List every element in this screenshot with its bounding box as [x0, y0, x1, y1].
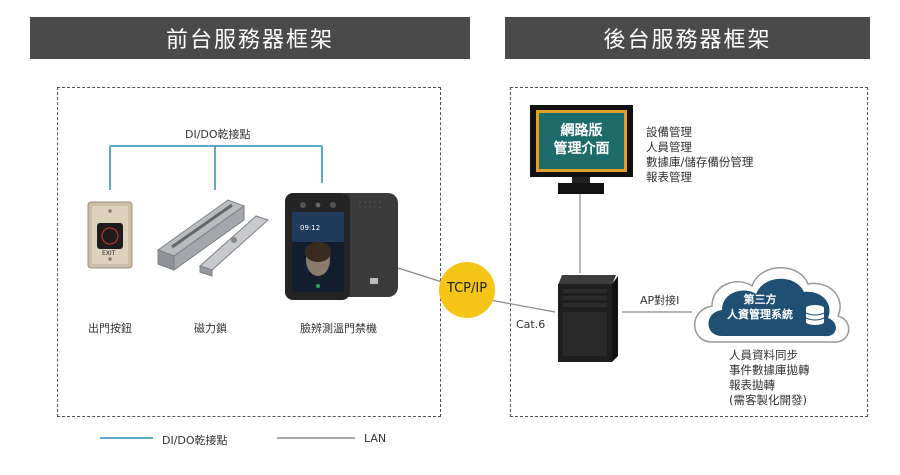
exit-text: EXIT: [102, 250, 116, 257]
face-terminal-label: 臉辨測溫門禁機: [300, 322, 377, 335]
backend-header-title: 後台服務器框架: [603, 28, 772, 53]
cloud-shape: [694, 267, 850, 343]
cloud-functions: 人員資料同步 事件數據庫拋轉 報表拋轉 (需客製化開發): [729, 348, 810, 408]
backend-header: 後台服務器框架: [505, 17, 870, 59]
backend-frame: [510, 87, 868, 417]
magnetic-lock-device: [156, 199, 269, 277]
frontend-frame: [57, 87, 441, 417]
frontend-header: 前台服務器框架: [30, 17, 470, 59]
function-item: 數據庫/儲存備份管理: [646, 155, 754, 169]
frontend-header-title: 前台服務器框架: [165, 28, 334, 53]
function-item: 人員管理: [646, 140, 692, 154]
face-terminal-device: [285, 193, 398, 300]
cloud-function-item: 事件數據庫拋轉: [729, 363, 810, 377]
tcp-ip-label: TCP/IP: [446, 281, 488, 296]
exit-button-device: [87, 201, 133, 269]
cloud-function-item: 報表拋轉: [729, 378, 775, 392]
api-label: AP對接I: [640, 294, 680, 307]
monitor-device: [530, 105, 633, 194]
monitor-screen-text: 網路版 管理介面: [539, 122, 624, 158]
cloud-text: 第三方 人資管理系統: [722, 292, 798, 322]
magnetic-lock-label: 磁力鎖: [194, 322, 227, 335]
tcp-ip-circle: [439, 262, 495, 318]
exit-button-label: 出門按鈕: [88, 322, 132, 335]
monitor-line1: 網路版: [560, 123, 603, 139]
function-item: 設備管理: [646, 125, 692, 139]
function-item: 報表管理: [646, 170, 692, 184]
legend-dido-label: DI/DO乾接點: [162, 434, 228, 447]
face-time: 09:12: [300, 224, 321, 232]
monitor-line2: 管理介面: [553, 141, 610, 157]
cloud-function-item: (需客製化開發): [729, 393, 807, 407]
dido-wiring: [109, 145, 323, 190]
cloud-function-item: 人員資料同步: [729, 348, 798, 362]
legend-lan-label: LAN: [364, 432, 387, 445]
management-functions: 設備管理 人員管理 數據庫/儲存備份管理 報表管理: [646, 125, 753, 185]
cloud-line1: 第三方: [743, 293, 777, 306]
cloud-line2: 人資管理系統: [727, 308, 793, 321]
server-tower: [558, 275, 618, 362]
lan-wiring: [397, 194, 692, 313]
cat6-label: Cat.6: [516, 318, 546, 331]
dido-label: DI/DO乾接點: [185, 128, 251, 141]
